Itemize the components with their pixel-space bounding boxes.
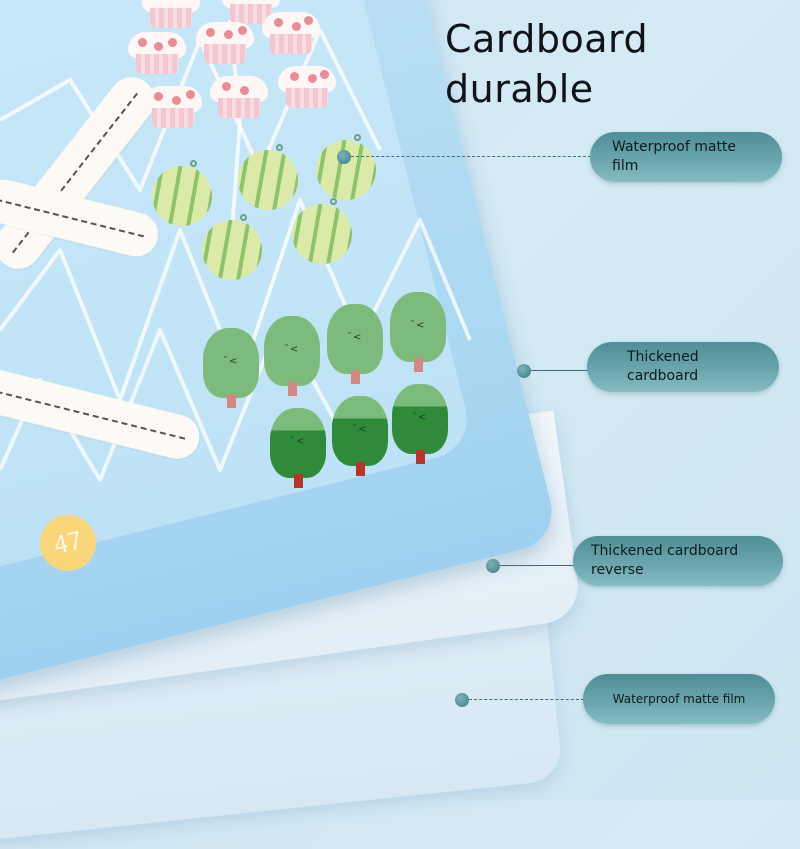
- headline-line-1: Cardboard: [445, 17, 649, 61]
- callout-dot-icon: [337, 150, 351, 164]
- headline: Cardboard durable: [445, 14, 648, 114]
- headline-line-2: durable: [445, 67, 594, 111]
- callout-leader-line: [351, 156, 591, 157]
- callout-leader-line: [531, 370, 589, 371]
- callout-label: Thickened cardboard reverse: [573, 536, 783, 586]
- callout-leader-line: [500, 565, 575, 566]
- callout-dot-icon: [486, 559, 500, 573]
- callout-label: Thickened cardboard: [587, 342, 779, 392]
- callout-label: Waterproof matte film: [583, 674, 775, 724]
- callout-leader-line: [469, 699, 584, 700]
- callout-dot-icon: [517, 364, 531, 378]
- callout-label: Waterproof matte film: [590, 132, 782, 182]
- callout-dot-icon: [455, 693, 469, 707]
- product-illustration: ˘< ˘< ˘< ˘< ˘< ˘< ˘< 47 Cardboard durabl…: [0, 0, 783, 849]
